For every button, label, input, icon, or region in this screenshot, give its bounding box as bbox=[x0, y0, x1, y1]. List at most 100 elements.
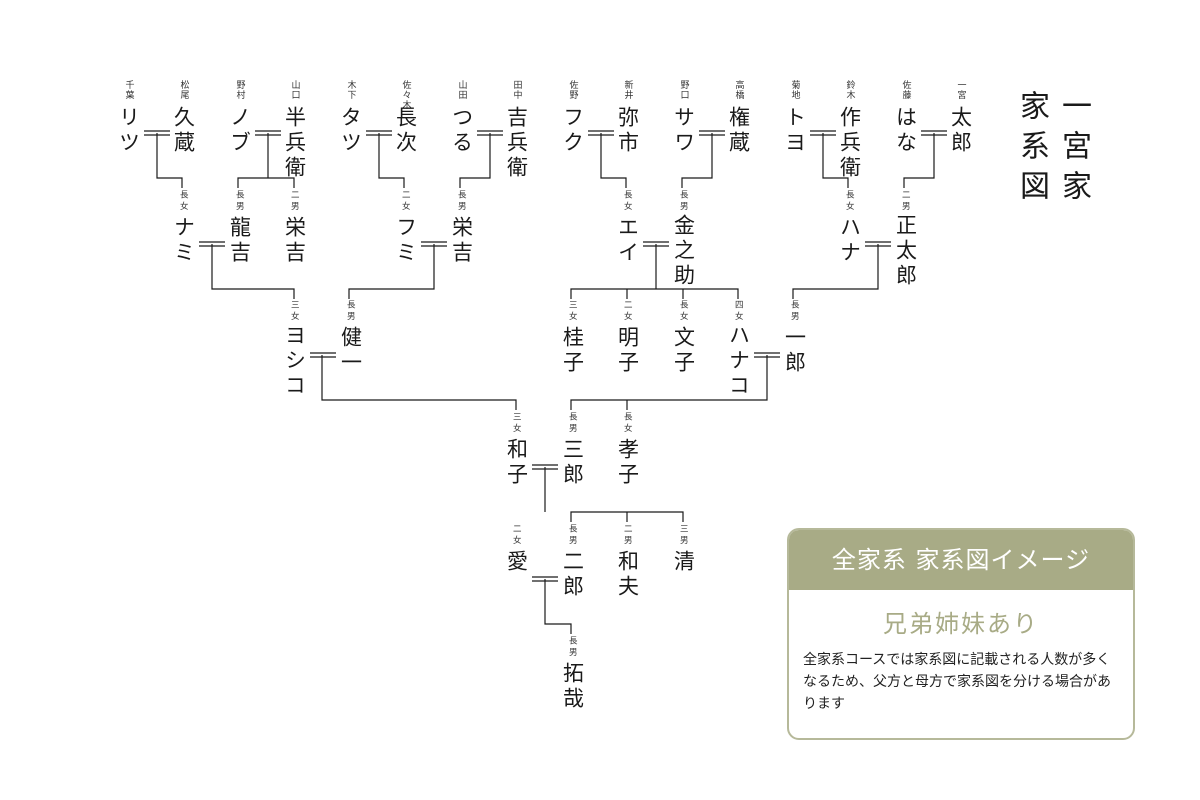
person-fumi: 二女フミ bbox=[385, 190, 425, 300]
person-name: エイ bbox=[615, 216, 640, 266]
person-name: 二郎 bbox=[560, 550, 585, 600]
person-name: はな bbox=[893, 106, 918, 156]
person-surname: 松尾 bbox=[178, 80, 189, 100]
person-surname: 新井 bbox=[622, 80, 633, 100]
person-relation: 二男 bbox=[622, 524, 633, 547]
person-name: 清 bbox=[671, 550, 696, 575]
person-surname: 鈴木 bbox=[844, 80, 855, 100]
person-relation: 長男 bbox=[345, 300, 356, 323]
person-surname: 山口 bbox=[289, 80, 300, 100]
person-surname: 佐藤 bbox=[900, 80, 911, 100]
person-eikichi1: 二男栄吉 bbox=[274, 190, 314, 300]
person-relation: 四女 bbox=[733, 300, 744, 323]
person-name: 愛 bbox=[504, 550, 529, 575]
person-name: 和子 bbox=[504, 438, 529, 488]
info-box: 全家系 家系図イメージ 兄弟姉妹あり 全家系コースでは家系図に記載される人数が多… bbox=[787, 528, 1135, 740]
info-box-heading: 全家系 家系図イメージ bbox=[789, 530, 1133, 590]
person-kinnosuke: 長男金之助 bbox=[663, 190, 703, 300]
person-relation: 三男 bbox=[678, 524, 689, 547]
person-name: 文子 bbox=[671, 326, 696, 376]
person-fuku: 佐野フク bbox=[552, 80, 592, 190]
person-relation: 長女 bbox=[678, 300, 689, 323]
page-title: 一宮家 家系図 bbox=[1010, 90, 1094, 210]
person-takuya: 長男拓哉 bbox=[552, 636, 592, 746]
person-surname: 野口 bbox=[678, 80, 689, 100]
person-name: 一郎 bbox=[782, 326, 807, 376]
person-name: 拓哉 bbox=[560, 662, 585, 712]
person-sakubee: 鈴木作兵衛 bbox=[829, 80, 869, 190]
person-kiyoshi: 三男清 bbox=[663, 524, 703, 634]
person-name: 弥市 bbox=[615, 106, 640, 156]
person-surname: 木下 bbox=[345, 80, 356, 100]
person-relation: 二女 bbox=[511, 524, 522, 547]
title-family-tree: 家系図 bbox=[1014, 90, 1049, 210]
person-name: 太郎 bbox=[948, 106, 973, 156]
person-tsuru: 山田つる bbox=[441, 80, 481, 190]
person-name: ハナ bbox=[837, 216, 862, 266]
person-surname: 一宮 bbox=[955, 80, 966, 100]
person-relation: 二男 bbox=[900, 190, 911, 213]
person-relation: 長女 bbox=[622, 190, 633, 213]
person-name: リツ bbox=[116, 106, 141, 156]
person-name: 正太郎 bbox=[893, 214, 918, 289]
person-name: 金之助 bbox=[671, 214, 696, 289]
person-takako: 長女孝子 bbox=[607, 412, 647, 522]
person-name: 長次 bbox=[393, 106, 418, 156]
person-relation: 長男 bbox=[678, 190, 689, 213]
person-name: 明子 bbox=[615, 326, 640, 376]
person-relation: 二女 bbox=[400, 190, 411, 213]
person-name: 龍吉 bbox=[227, 216, 252, 266]
person-hanbee: 山口半兵衛 bbox=[274, 80, 314, 190]
person-name: 三郎 bbox=[560, 438, 585, 488]
person-relation: 長男 bbox=[456, 190, 467, 213]
person-name: つる bbox=[449, 106, 474, 156]
person-surname: 山田 bbox=[456, 80, 467, 100]
person-yaichi: 新井弥市 bbox=[607, 80, 647, 190]
person-relation: 二男 bbox=[289, 190, 300, 213]
person-nobu: 野村ノブ bbox=[219, 80, 259, 190]
person-relation: 三女 bbox=[289, 300, 300, 323]
person-ritsu: 千葉リツ bbox=[108, 80, 148, 190]
person-name: 孝子 bbox=[615, 438, 640, 488]
person-relation: 長女 bbox=[622, 412, 633, 435]
person-relation: 三女 bbox=[567, 300, 578, 323]
person-name: 権蔵 bbox=[726, 106, 751, 156]
person-ichiro: 長男一郎 bbox=[774, 300, 814, 410]
person-surname: 田中 bbox=[511, 80, 522, 100]
person-name: ナミ bbox=[171, 216, 196, 266]
person-hana2: 長女ハナ bbox=[829, 190, 869, 300]
person-name: トヨ bbox=[782, 106, 807, 156]
person-relation: 三女 bbox=[511, 412, 522, 435]
person-surname: 佐々木 bbox=[400, 80, 411, 110]
person-relation: 長男 bbox=[567, 524, 578, 547]
person-keiko: 三女桂子 bbox=[552, 300, 592, 410]
person-name: サワ bbox=[671, 106, 696, 156]
person-name: 和夫 bbox=[615, 550, 640, 600]
person-name: 健一 bbox=[338, 326, 363, 376]
person-hana1: 佐藤はな bbox=[885, 80, 925, 190]
person-kichibee: 田中吉兵衛 bbox=[496, 80, 536, 190]
person-eikichi2: 長男栄吉 bbox=[441, 190, 481, 300]
person-kyuzo: 松尾久蔵 bbox=[163, 80, 203, 190]
person-surname: 千葉 bbox=[123, 80, 134, 100]
person-kazuko: 三女和子 bbox=[496, 412, 536, 522]
person-name: ハナコ bbox=[726, 324, 751, 399]
person-surname: 菊地 bbox=[789, 80, 800, 100]
person-name: フク bbox=[560, 106, 585, 156]
person-name: ヨシコ bbox=[282, 324, 307, 399]
person-kenichi: 長男健一 bbox=[330, 300, 370, 410]
info-box-subheading: 兄弟姉妹あり bbox=[883, 610, 1039, 638]
person-kazuo: 二男和夫 bbox=[607, 524, 647, 634]
descent-lines bbox=[156, 133, 935, 634]
person-fumiko: 長女文子 bbox=[663, 300, 703, 410]
person-name: 栄吉 bbox=[282, 216, 307, 266]
person-ei: 長女エイ bbox=[607, 190, 647, 300]
person-yoshiko: 三女ヨシコ bbox=[274, 300, 314, 410]
person-name: 作兵衛 bbox=[837, 106, 862, 181]
person-name: タツ bbox=[338, 106, 363, 156]
person-jiro: 長男二郎 bbox=[552, 524, 592, 634]
person-taro: 一宮太郎 bbox=[940, 80, 980, 190]
person-shotaro: 二男正太郎 bbox=[885, 190, 925, 300]
person-tatsu: 木下タツ bbox=[330, 80, 370, 190]
